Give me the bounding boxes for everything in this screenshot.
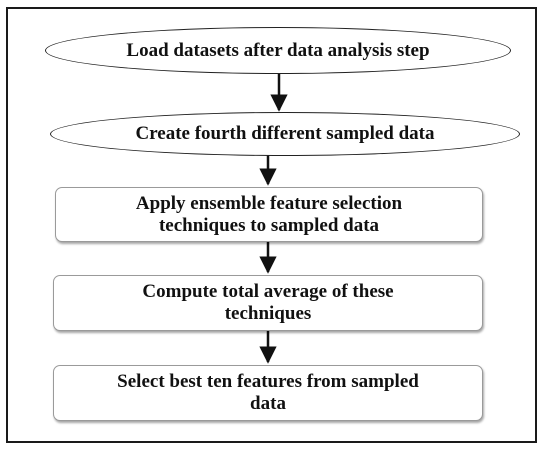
step-apply-ensemble-selection: Apply ensemble feature selection techniq… [55, 187, 483, 242]
step-create-sampled-data: Create fourth different sampled data [50, 112, 520, 156]
step-select-line-2: data [250, 393, 286, 414]
step-apply-line-1: Apply ensemble feature selection [135, 192, 403, 214]
step-select-best-features: Select best ten features from sampled da… [53, 365, 483, 421]
step-create-sampled-data-label: Create fourth different sampled data [135, 123, 435, 145]
diagram-frame [6, 7, 537, 443]
step-select-line-1: Select best ten features from sampled [117, 371, 419, 393]
step-load-datasets-label: Load datasets after data analysis step [126, 39, 430, 61]
step-load-datasets: Load datasets after data analysis step [45, 27, 511, 74]
step-compute-line-1: Compute total average of these [142, 281, 394, 303]
step-apply-line-2: techniques to sampled data [158, 214, 380, 236]
step-compute-line-2: techniques [224, 303, 312, 324]
step-compute-average: Compute total average of these technique… [53, 275, 483, 331]
